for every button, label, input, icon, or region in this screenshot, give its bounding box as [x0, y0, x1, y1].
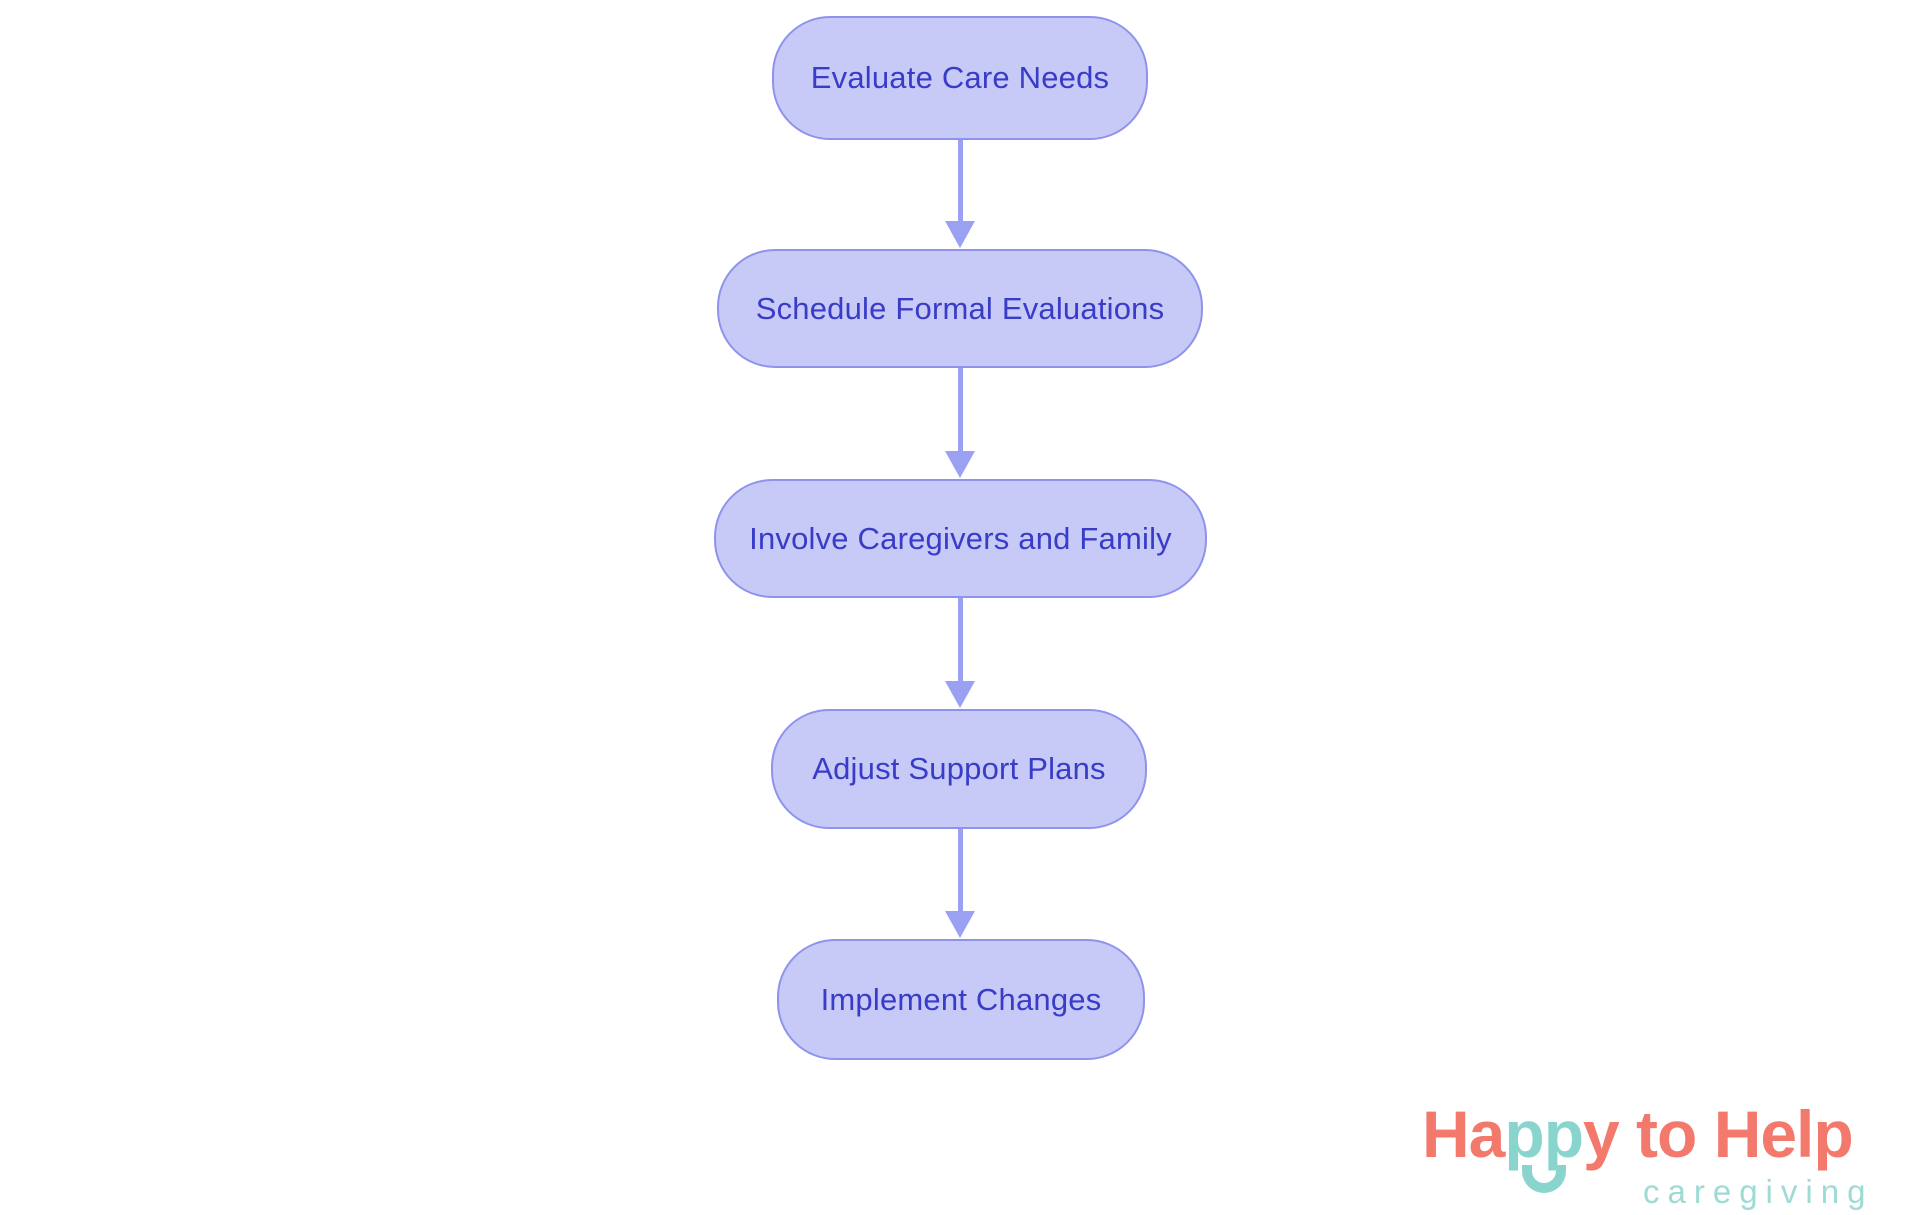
- arrow-head-icon: [945, 451, 975, 478]
- logo-tagline: caregiving: [1643, 1173, 1874, 1210]
- flow-node-label: Implement Changes: [820, 981, 1102, 1017]
- arrow-line: [957, 829, 963, 911]
- arrow-head-icon: [945, 681, 975, 708]
- logo-text-part2-smiley: pp: [1504, 1101, 1584, 1193]
- flow-arrow-2-down-icon: [945, 368, 975, 478]
- flow-node-schedule-formal-evaluations: Schedule Formal Evaluations: [717, 249, 1203, 368]
- flow-node-label: Adjust Support Plans: [812, 751, 1106, 786]
- flow-arrow-4-down-icon: [945, 829, 975, 938]
- logo-text-part3: y to Help: [1583, 1097, 1854, 1171]
- flow-arrow-3-down-icon: [945, 598, 975, 708]
- arrow-head-icon: [945, 911, 975, 938]
- flow-node-implement-changes: Implement Changes: [777, 939, 1145, 1060]
- flow-node-evaluate-care-needs: Evaluate Care Needs: [772, 16, 1148, 140]
- logo-text-part2: pp: [1504, 1097, 1584, 1171]
- arrow-head-icon: [945, 221, 975, 248]
- flow-node-label: Evaluate Care Needs: [810, 60, 1110, 95]
- smile-icon: [1521, 1165, 1566, 1193]
- arrow-line: [957, 140, 963, 221]
- flow-node-involve-caregivers-and-family: Involve Caregivers and Family: [714, 479, 1207, 598]
- flow-node-adjust-support-plans: Adjust Support Plans: [771, 709, 1147, 829]
- arrow-line: [957, 368, 963, 451]
- flow-node-label: Involve Caregivers and Family: [749, 520, 1172, 556]
- flow-arrow-1-down-icon: [945, 140, 975, 248]
- arrow-line: [957, 598, 963, 681]
- flow-node-label: Schedule Formal Evaluations: [755, 290, 1165, 326]
- logo-text-part1: Ha: [1422, 1097, 1505, 1171]
